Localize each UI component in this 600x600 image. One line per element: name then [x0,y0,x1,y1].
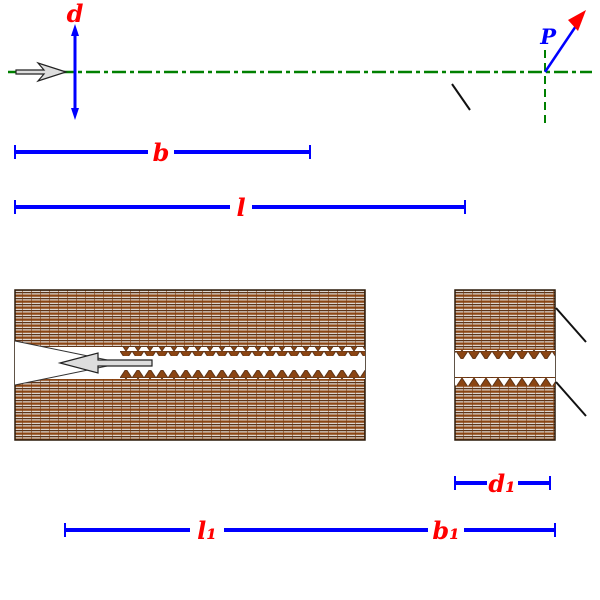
d-label: d [67,0,84,28]
pointer-arrow-icon [15,61,68,83]
pitch-label: P [539,24,557,49]
pitch-leader-line [543,19,582,73]
l1-label: l₁ [197,516,217,545]
b-dimension [14,145,311,159]
sectioned-part-left [14,289,366,441]
bottom-dimension [64,523,556,537]
d-arrow-up-icon [71,24,79,36]
b1-label: b₁ [432,516,459,545]
centerline-group [8,50,592,128]
l-dimension [14,200,466,214]
shaft-break-line [451,83,471,111]
right-break-line-lower [555,381,587,417]
d1-dimension [454,476,551,490]
right-thread-teeth-top [455,350,555,359]
left-thread-teeth-bottom [120,370,365,379]
pitch-arrowhead-icon [568,10,586,31]
pitch-callout: P [539,10,586,73]
right-break-line-upper [555,307,587,343]
b-label: b [153,138,170,167]
l-label: l [236,193,245,222]
d-arrow-down-icon [71,108,79,120]
sectioned-part-right [454,289,587,441]
right-thread-teeth-bottom [455,377,555,386]
d1-label: d₁ [488,469,515,498]
channel-pointer-arrow-icon [57,352,153,374]
d-dimension [71,24,79,120]
left-thread-teeth-top [120,347,365,356]
